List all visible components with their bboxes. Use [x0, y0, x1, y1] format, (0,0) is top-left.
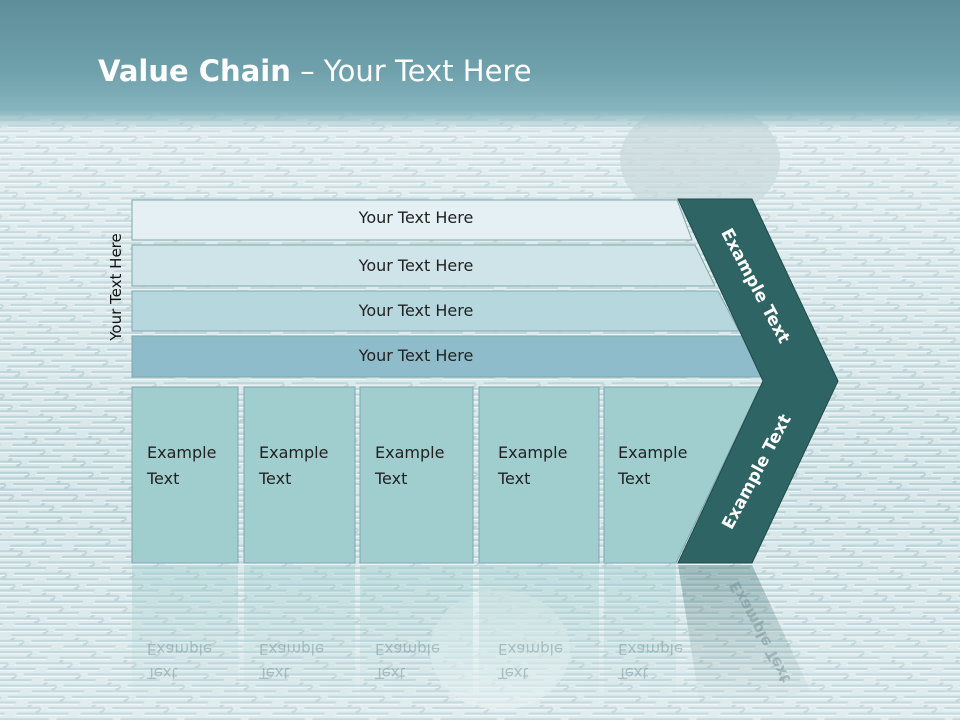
- box-reflection: [244, 565, 355, 705]
- slide-title: Value Chain – Your Text Here: [98, 54, 532, 88]
- activity-text-line: Example: [259, 443, 329, 462]
- activity-box-2: [243, 386, 356, 564]
- activity-text-line: Text: [259, 469, 292, 488]
- activity-box-5: [603, 386, 761, 564]
- row-bar-2: [131, 244, 716, 287]
- title-bold: Value Chain: [98, 54, 291, 88]
- row-label-1: Your Text Here: [358, 208, 474, 227]
- activity-box-1: [131, 386, 239, 564]
- activity-box-3: [359, 386, 474, 564]
- reflection-text: Text Example: [375, 637, 440, 685]
- reflection-line: Text: [259, 664, 290, 682]
- row-label-4: Your Text Here: [358, 346, 474, 365]
- reflection-line: Example: [618, 640, 684, 658]
- chevron-reflection: [678, 565, 810, 705]
- reflection-line: Text: [618, 664, 649, 682]
- reflection-line: Text: [147, 664, 178, 682]
- reflection-text: Text Example: [498, 637, 563, 685]
- reflection-line: Example: [259, 640, 325, 658]
- title-rest: – Your Text Here: [290, 54, 532, 88]
- row-label-2: Your Text Here: [358, 256, 474, 275]
- box-reflection: [360, 565, 473, 705]
- activity-box-4: [478, 386, 600, 564]
- reflection-line: Text: [498, 664, 529, 682]
- activity-text-line: Example: [618, 443, 688, 462]
- activity-text-line: Text: [498, 469, 531, 488]
- row-label-3: Your Text Here: [358, 301, 474, 320]
- reflection-line: Text: [375, 664, 406, 682]
- activity-text-line: Text: [375, 469, 408, 488]
- activity-text-line: Example: [375, 443, 445, 462]
- side-axis-label: Your Text Here: [107, 233, 125, 341]
- row-bar-3: [131, 290, 740, 332]
- reflection-text: Text Example: [618, 637, 683, 685]
- reflection-text: Text Example: [259, 637, 324, 685]
- margin-chevron: [677, 198, 839, 564]
- reflection-line: Example: [147, 640, 213, 658]
- activity-text-line: Example: [147, 443, 217, 462]
- activity-text-line: Example: [498, 443, 568, 462]
- box-reflection: [479, 565, 599, 705]
- activity-text-line: Text: [147, 469, 180, 488]
- row-bar-1: [131, 199, 693, 241]
- box-reflection: [604, 565, 676, 705]
- reflection-line: Example: [375, 640, 441, 658]
- header-band: [0, 0, 960, 130]
- reflection-line: Example: [498, 640, 564, 658]
- box-reflection: [132, 565, 238, 705]
- activity-text-line: Text: [618, 469, 651, 488]
- reflection-text: Text Example: [147, 637, 212, 685]
